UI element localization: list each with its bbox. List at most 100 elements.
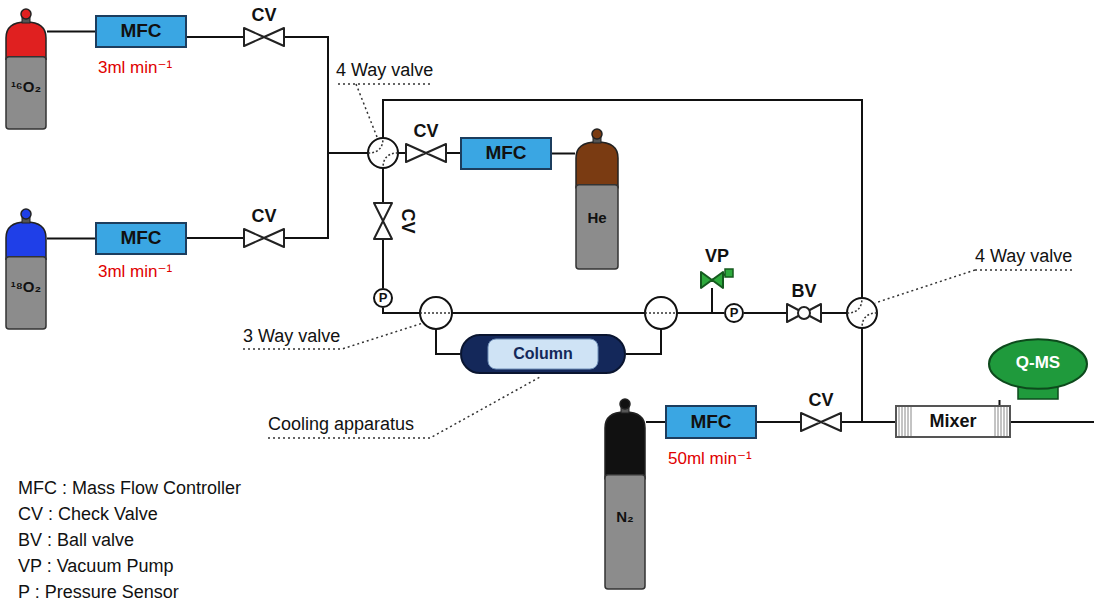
valve-symbol — [701, 272, 723, 288]
gas-name: N₂ — [616, 509, 634, 526]
cv-outline — [243, 228, 285, 248]
gas-line — [187, 36, 243, 38]
component-label: Column — [513, 345, 573, 363]
mfc-box — [666, 406, 756, 438]
leader-line — [268, 377, 540, 438]
sensor-circle — [374, 289, 392, 307]
valve-port — [847, 298, 877, 328]
mfc-box — [96, 16, 186, 47]
valve-symbol — [406, 144, 446, 162]
gas-name: He — [587, 210, 606, 227]
valve-symbol — [374, 203, 392, 239]
component-label: CV — [398, 208, 418, 233]
valve-symbol — [244, 229, 284, 247]
flow-rate-label: 50ml min⁻¹ — [668, 449, 752, 469]
gas-mixer: Mixer — [895, 405, 1011, 438]
four-way-valve — [368, 138, 398, 168]
mixer-element — [1001, 407, 1002, 436]
cvv-outline — [373, 202, 393, 240]
gas-pipe — [398, 152, 405, 154]
gas-line — [757, 421, 800, 423]
leader-line — [243, 323, 423, 349]
cv-outline — [800, 412, 842, 432]
callout-label: 4 Way valve — [975, 246, 1072, 267]
mfc-box — [96, 223, 186, 254]
component-label: Mixer — [929, 412, 976, 432]
ball — [798, 307, 810, 319]
cylinder-body — [6, 57, 46, 129]
mixer-element — [899, 407, 900, 436]
gas-pipe — [626, 329, 661, 354]
cooled-column: Column — [460, 334, 626, 374]
mixer-element — [998, 407, 999, 436]
valve-port — [645, 312, 677, 314]
cylinder-body — [576, 185, 618, 269]
bv-outline — [786, 303, 822, 323]
gas-line — [187, 237, 243, 239]
flow-rate-label: 3ml min⁻¹ — [98, 262, 172, 282]
cyl-outline — [5, 8, 47, 130]
gas-line — [842, 421, 895, 423]
gas-pipe — [436, 329, 460, 354]
cyl-outline — [604, 398, 646, 590]
gas-pipe — [861, 328, 863, 422]
valve-symbol — [801, 413, 841, 431]
column-body — [461, 335, 625, 373]
pressure-sensor: P — [724, 303, 744, 323]
mixer-element — [995, 407, 996, 436]
cylinder-body — [6, 257, 46, 329]
abbreviation-entry: CV : Check Valve — [18, 504, 158, 525]
gas-line — [999, 400, 1001, 405]
abbreviation-entry: VP : Vacuum Pump — [18, 556, 173, 577]
mass-spectrometer: Q-MS — [988, 338, 1088, 400]
cylinder-valve — [620, 399, 630, 409]
component-label: MFC — [120, 228, 161, 249]
valve-symbol — [787, 304, 821, 322]
gas-pipe — [285, 37, 368, 153]
component-label: CV — [413, 122, 438, 142]
mixer-element — [1004, 407, 1005, 436]
mass-flow-controller: MFC — [460, 137, 552, 170]
mixer-element — [911, 407, 912, 436]
oxygen18-cylinder: ¹⁸O₂ — [5, 208, 47, 330]
helium-cylinder: He — [575, 128, 619, 270]
sensor-circle — [725, 304, 743, 322]
cylinder-body — [605, 475, 645, 589]
callout-label: 4 Way valve — [336, 60, 433, 81]
component-label: CV — [251, 6, 276, 26]
gas-pipe — [285, 153, 328, 238]
cyl-outline — [5, 208, 47, 330]
flow-rate-label: 3ml min⁻¹ — [98, 58, 172, 78]
three-way-valve — [645, 297, 677, 329]
component-label: CV — [251, 207, 276, 227]
cyl-outline — [575, 128, 619, 270]
component-label: P — [379, 291, 388, 305]
mixer-box — [896, 406, 1010, 437]
ball-valve: BV — [786, 303, 822, 323]
component-label: Q-MS — [1016, 354, 1060, 373]
three-way-valve — [420, 297, 452, 329]
gas-name: ¹⁶O₂ — [11, 79, 41, 96]
mass-flow-controller: MFC — [95, 222, 187, 255]
column-window — [488, 339, 598, 369]
mixer-element — [1007, 407, 1008, 436]
component-label: MFC — [120, 21, 161, 42]
abbreviation-entry: P : Pressure Sensor — [18, 582, 179, 603]
cv-outline — [243, 27, 285, 47]
gas-name: ¹⁸O₂ — [11, 279, 41, 296]
actuator — [725, 269, 733, 277]
component-label: P — [730, 306, 739, 320]
gas-pipe — [1011, 421, 1094, 423]
gas-line — [552, 153, 575, 155]
oxygen16-cylinder: ¹⁶O₂ — [5, 8, 47, 130]
gas-pipe — [383, 100, 862, 298]
cylinder-valve — [592, 129, 602, 139]
nitrogen-cylinder: N₂ — [604, 398, 646, 590]
qms-body — [989, 339, 1087, 389]
cylinder-shoulder — [6, 22, 46, 59]
mixer-element — [908, 407, 909, 436]
component-label: MFC — [485, 143, 526, 164]
cylinder-shoulder — [576, 142, 618, 188]
gas-line — [47, 31, 95, 33]
mass-flow-controller: MFC — [95, 15, 187, 48]
